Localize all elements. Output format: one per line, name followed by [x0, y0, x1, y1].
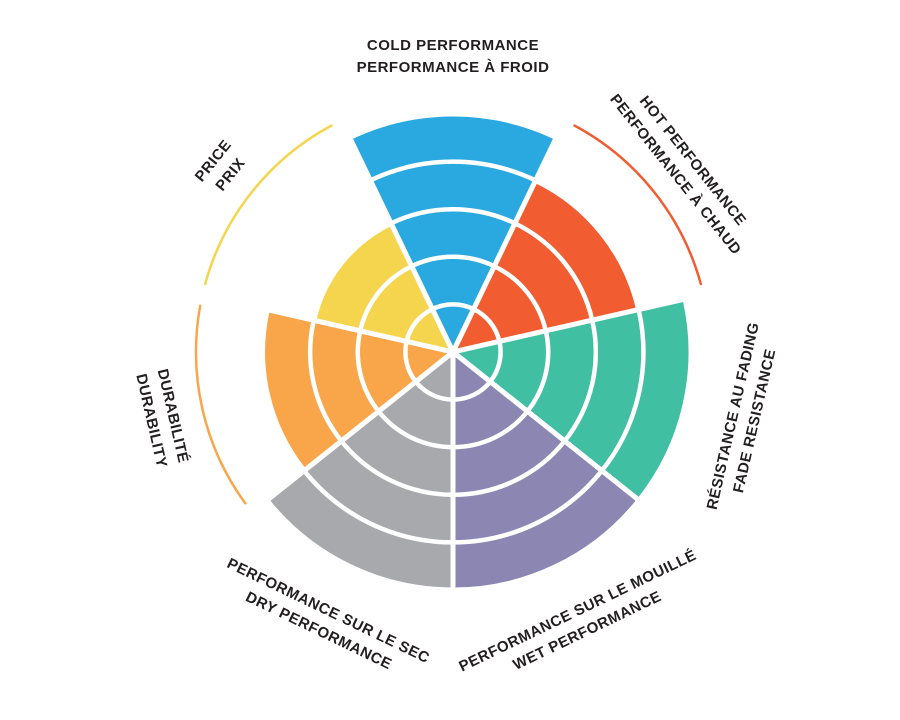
sector-cold-performance: [347, 111, 559, 355]
label-line-2: PERFORMANCE À FROID: [357, 59, 550, 76]
level-divider: [339, 439, 454, 498]
sector-durability: [194, 304, 456, 505]
level-divider: [302, 469, 454, 545]
label-line-2: PERFORMANCE À CHAUD: [606, 91, 744, 258]
sector-price: [203, 124, 456, 355]
level-divider: [355, 330, 381, 413]
sector-hot-performance-max-arc: [573, 124, 703, 286]
sector-cold-performance-label: COLD PERFORMANCE PERFORMANCE À FROID: [357, 37, 550, 76]
level-divider: [357, 264, 413, 332]
level-divider: [472, 307, 502, 342]
level-divider: [431, 302, 475, 312]
sector-hot-performance-wedge: [450, 177, 642, 355]
level-divider: [376, 409, 454, 450]
level-divider: [307, 319, 344, 443]
level-divider: [390, 207, 516, 226]
sector-cold-performance-wedge: [347, 111, 559, 355]
level-divider: [562, 319, 599, 443]
level-divider: [414, 380, 454, 402]
level-divider: [452, 380, 492, 402]
sector-price-max-arc: [203, 124, 333, 286]
level-divider: [525, 330, 551, 413]
level-divider: [369, 159, 537, 183]
level-divider: [493, 264, 549, 332]
level-divider: [404, 307, 434, 342]
sector-durability-max-arc: [194, 304, 247, 505]
level-divider: [403, 340, 418, 384]
level-divider: [600, 309, 646, 473]
level-divider: [513, 221, 595, 321]
level-divider: [452, 469, 604, 545]
sector-wet-performance: [450, 349, 642, 593]
level-divider: [452, 409, 530, 450]
sector-fade-resistance: [450, 296, 694, 503]
sector-hot-performance: [450, 124, 703, 355]
sector-fade-resistance-wedge: [450, 296, 694, 503]
sector-dry-performance-wedge: [264, 349, 456, 593]
sector-dry-performance: [264, 349, 456, 593]
label-line-1: COLD PERFORMANCE: [367, 37, 539, 54]
sector-wet-performance-wedge: [450, 349, 642, 593]
level-divider: [452, 439, 567, 498]
level-divider: [410, 254, 496, 269]
level-divider: [488, 340, 503, 384]
